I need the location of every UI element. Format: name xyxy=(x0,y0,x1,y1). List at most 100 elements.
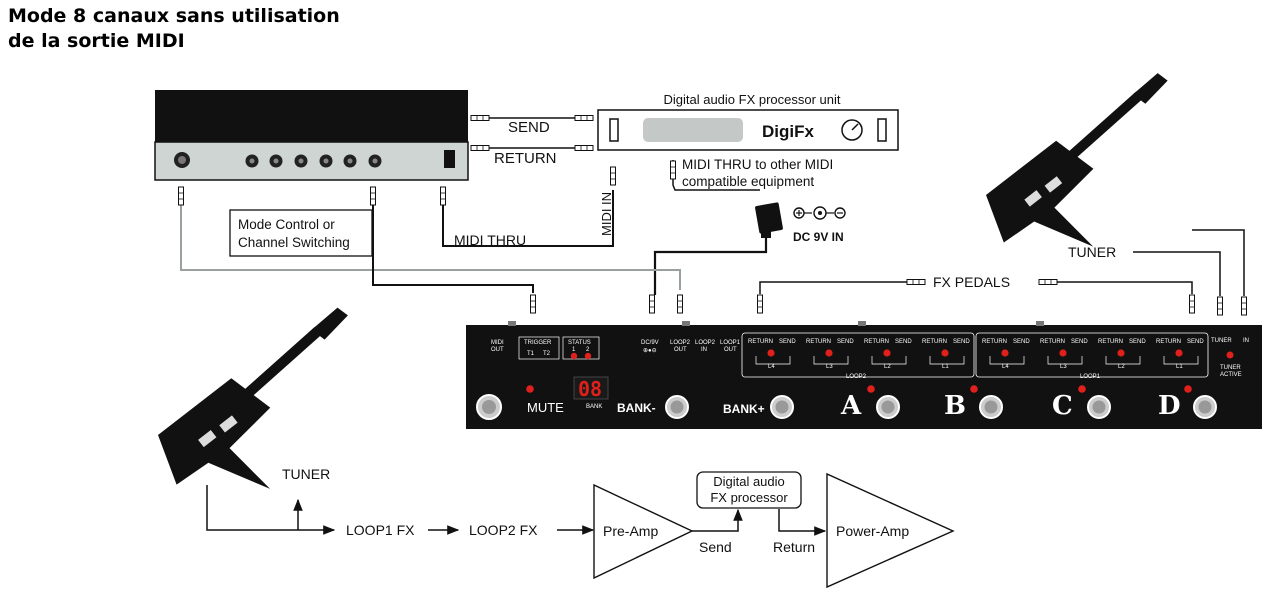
loop2-out-1: LOOP2 xyxy=(670,340,691,346)
jack-send-label: SEND xyxy=(1187,339,1204,345)
midi-out-1: MIDI xyxy=(491,340,504,346)
chain-loop2: LOOP2 FX xyxy=(469,522,538,538)
chain-processor-1: Digital audio xyxy=(713,474,785,489)
loop-number-1-1: L3 xyxy=(1060,364,1067,370)
loop-number-1-3: L1 xyxy=(1176,364,1183,370)
chain-poweramp: Power-Amp xyxy=(836,523,909,539)
status-2: 2 xyxy=(586,347,590,353)
loop-bracket xyxy=(1163,356,1199,365)
loop-number-0-0: L4 xyxy=(768,364,775,370)
send-return-cables xyxy=(475,117,590,149)
mode-control-box: Mode Control or Channel Switching xyxy=(229,209,373,257)
loop-led xyxy=(1175,349,1183,357)
footswitch-cap xyxy=(984,400,998,414)
jack-return-label: RETURN xyxy=(864,339,889,345)
loop-led xyxy=(883,349,891,357)
loop-led xyxy=(767,349,775,357)
return-label: RETURN xyxy=(494,150,557,167)
page-title: Mode 8 canaux sans utilisation de la sor… xyxy=(8,4,340,54)
channel-d-label: D xyxy=(1158,391,1181,421)
title-line-2: de la sortie MIDI xyxy=(8,30,185,52)
tuner-active-1: TUNER xyxy=(1220,365,1241,371)
status-label: STATUS xyxy=(568,340,591,346)
fx-processor-unit: Digital audio FX processor unit DigiFx xyxy=(597,92,899,151)
mute-label: MUTE xyxy=(527,400,564,415)
trigger-label: TRIGGER xyxy=(524,340,552,346)
jack-return-label: RETURN xyxy=(982,339,1007,345)
title-line-1: Mode 8 canaux sans utilisation xyxy=(8,5,340,27)
channel-c-label: C xyxy=(1052,391,1073,421)
loop2-group-label: LOOP2 xyxy=(846,374,867,380)
loop-led xyxy=(825,349,833,357)
loop2-in-1: LOOP2 xyxy=(695,340,716,346)
loop2-out-2: OUT xyxy=(674,347,687,353)
jack-return-label: RETURN xyxy=(1098,339,1123,345)
jack-return-label: RETURN xyxy=(922,339,947,345)
loop-number-1-2: L2 xyxy=(1118,364,1125,370)
jack-send-label: SEND xyxy=(895,339,912,345)
bank-plus-label: BANK+ xyxy=(723,402,765,416)
tuner-label: TUNER xyxy=(1068,244,1116,260)
signal-chain: TUNER LOOP1 FX LOOP2 FX Pre-Amp Digital … xyxy=(144,306,955,589)
loop-bracket xyxy=(1105,356,1141,365)
switcher-tuner: TUNER xyxy=(1211,338,1232,344)
jack-send-label: SEND xyxy=(779,339,796,345)
loop-bracket xyxy=(929,356,965,365)
jack-return-label: RETURN xyxy=(806,339,831,345)
jack-send-label: SEND xyxy=(1013,339,1030,345)
loop-number-1-0: L4 xyxy=(1002,364,1009,370)
loop-bracket xyxy=(755,356,791,365)
loop-number-0-2: L2 xyxy=(884,364,891,370)
loop-led xyxy=(1059,349,1067,357)
loop-bracket xyxy=(989,356,1025,365)
dc-symbol: ⊕●⊖ xyxy=(643,348,657,354)
channel-a-led xyxy=(867,385,875,393)
loop2-in-2: IN xyxy=(701,347,707,353)
switcher-in: IN xyxy=(1243,338,1249,344)
channel-a-label: A xyxy=(840,391,862,421)
footswitch-cap xyxy=(1092,400,1106,414)
bank-small-label: BANK xyxy=(586,404,602,410)
midi-thru-note-2: compatible equipment xyxy=(682,174,814,189)
loop-number-0-1: L3 xyxy=(826,364,833,370)
jack-send-label: SEND xyxy=(837,339,854,345)
guitar-top-right-icon xyxy=(973,72,1190,260)
loop1-out-1: LOOP1 xyxy=(720,340,741,346)
loop-bracket xyxy=(871,356,907,365)
amplifier xyxy=(154,90,469,181)
channel-b-label: B xyxy=(944,391,966,421)
loop-bracket xyxy=(813,356,849,365)
jack-return-label: RETURN xyxy=(1156,339,1181,345)
fx-unit-caption: Digital audio FX processor unit xyxy=(663,92,840,107)
chain-preamp: Pre-Amp xyxy=(603,523,658,539)
dc-label: DC/9V xyxy=(641,340,659,346)
chain-tuner: TUNER xyxy=(282,466,330,482)
fx-unit-brand: DigiFx xyxy=(762,122,814,141)
midi-thru-label: MIDI THRU xyxy=(454,232,526,248)
fx-pedals-label: FX PEDALS xyxy=(933,274,1010,290)
loop-led xyxy=(1117,349,1125,357)
trigger-t2: T2 xyxy=(543,351,551,357)
guitar-bottom-left-icon xyxy=(144,306,370,503)
chain-loop1: LOOP1 FX xyxy=(346,522,415,538)
jack-send-label: SEND xyxy=(1071,339,1088,345)
mode-box-line-1: Mode Control or xyxy=(238,217,335,232)
loop-led xyxy=(1001,349,1009,357)
channel-c-led xyxy=(1078,385,1086,393)
chain-return: Return xyxy=(773,539,815,555)
status-1: 1 xyxy=(572,347,576,353)
loop-bracket xyxy=(1047,356,1083,365)
footswitch-cap xyxy=(881,400,895,414)
footswitch-cap xyxy=(1198,400,1212,414)
jack-return-label: RETURN xyxy=(1040,339,1065,345)
bank-display: 08 xyxy=(578,377,602,401)
jack-send-label: SEND xyxy=(953,339,970,345)
chain-send: Send xyxy=(699,539,732,555)
midi-thru-note-1: MIDI THRU to other MIDI xyxy=(682,157,833,172)
loop-led xyxy=(941,349,949,357)
mode-box-line-2: Channel Switching xyxy=(238,235,350,250)
channel-d-led xyxy=(1184,385,1192,393)
midi-in-label: MIDI IN xyxy=(599,192,614,236)
chain-processor-2: FX processor xyxy=(710,490,788,505)
